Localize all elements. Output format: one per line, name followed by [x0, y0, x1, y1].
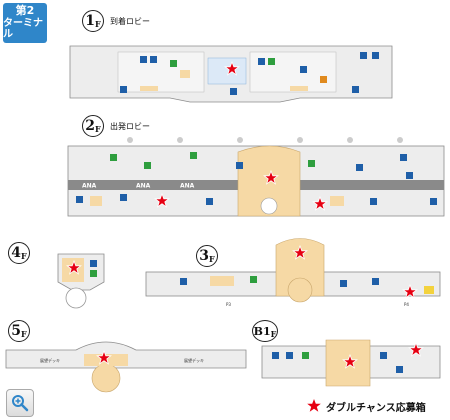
terminal-number: 第2 [15, 4, 35, 18]
floor-1f-label: 到着ロビー [110, 16, 150, 26]
magnifier-icon [12, 395, 29, 412]
floor-3f-plan: P3 P4 [145, 238, 441, 307]
floor-2f-label: 出発ロビー [110, 121, 150, 131]
observation-deck-label: 展望デッキ [40, 357, 60, 363]
zoom-button[interactable] [6, 389, 34, 417]
floor-5f-plan: 展望デッキ 展望デッキ [5, 341, 247, 393]
star-icon [307, 399, 321, 412]
ana-counter-label: ANA [180, 183, 195, 190]
ana-counter-label: ANA [136, 183, 151, 190]
terminal-badge: 第2 ターミナル [3, 3, 47, 43]
ana-counter-label: ANA [82, 183, 97, 190]
legend: ダブルチャンス応募箱 [306, 398, 426, 414]
terminal-label: ターミナル [3, 17, 43, 41]
legend-label: ダブルチャンス応募箱 [326, 402, 426, 414]
floor-4f-plan [57, 253, 105, 309]
p3-label: P3 [226, 302, 231, 307]
floor-1f-plan [69, 45, 393, 103]
p4-label: P4 [404, 302, 409, 307]
observation-deck-label: 展望デッキ [184, 357, 204, 363]
floor-2f-plan: ANA ANA ANA [67, 137, 445, 217]
